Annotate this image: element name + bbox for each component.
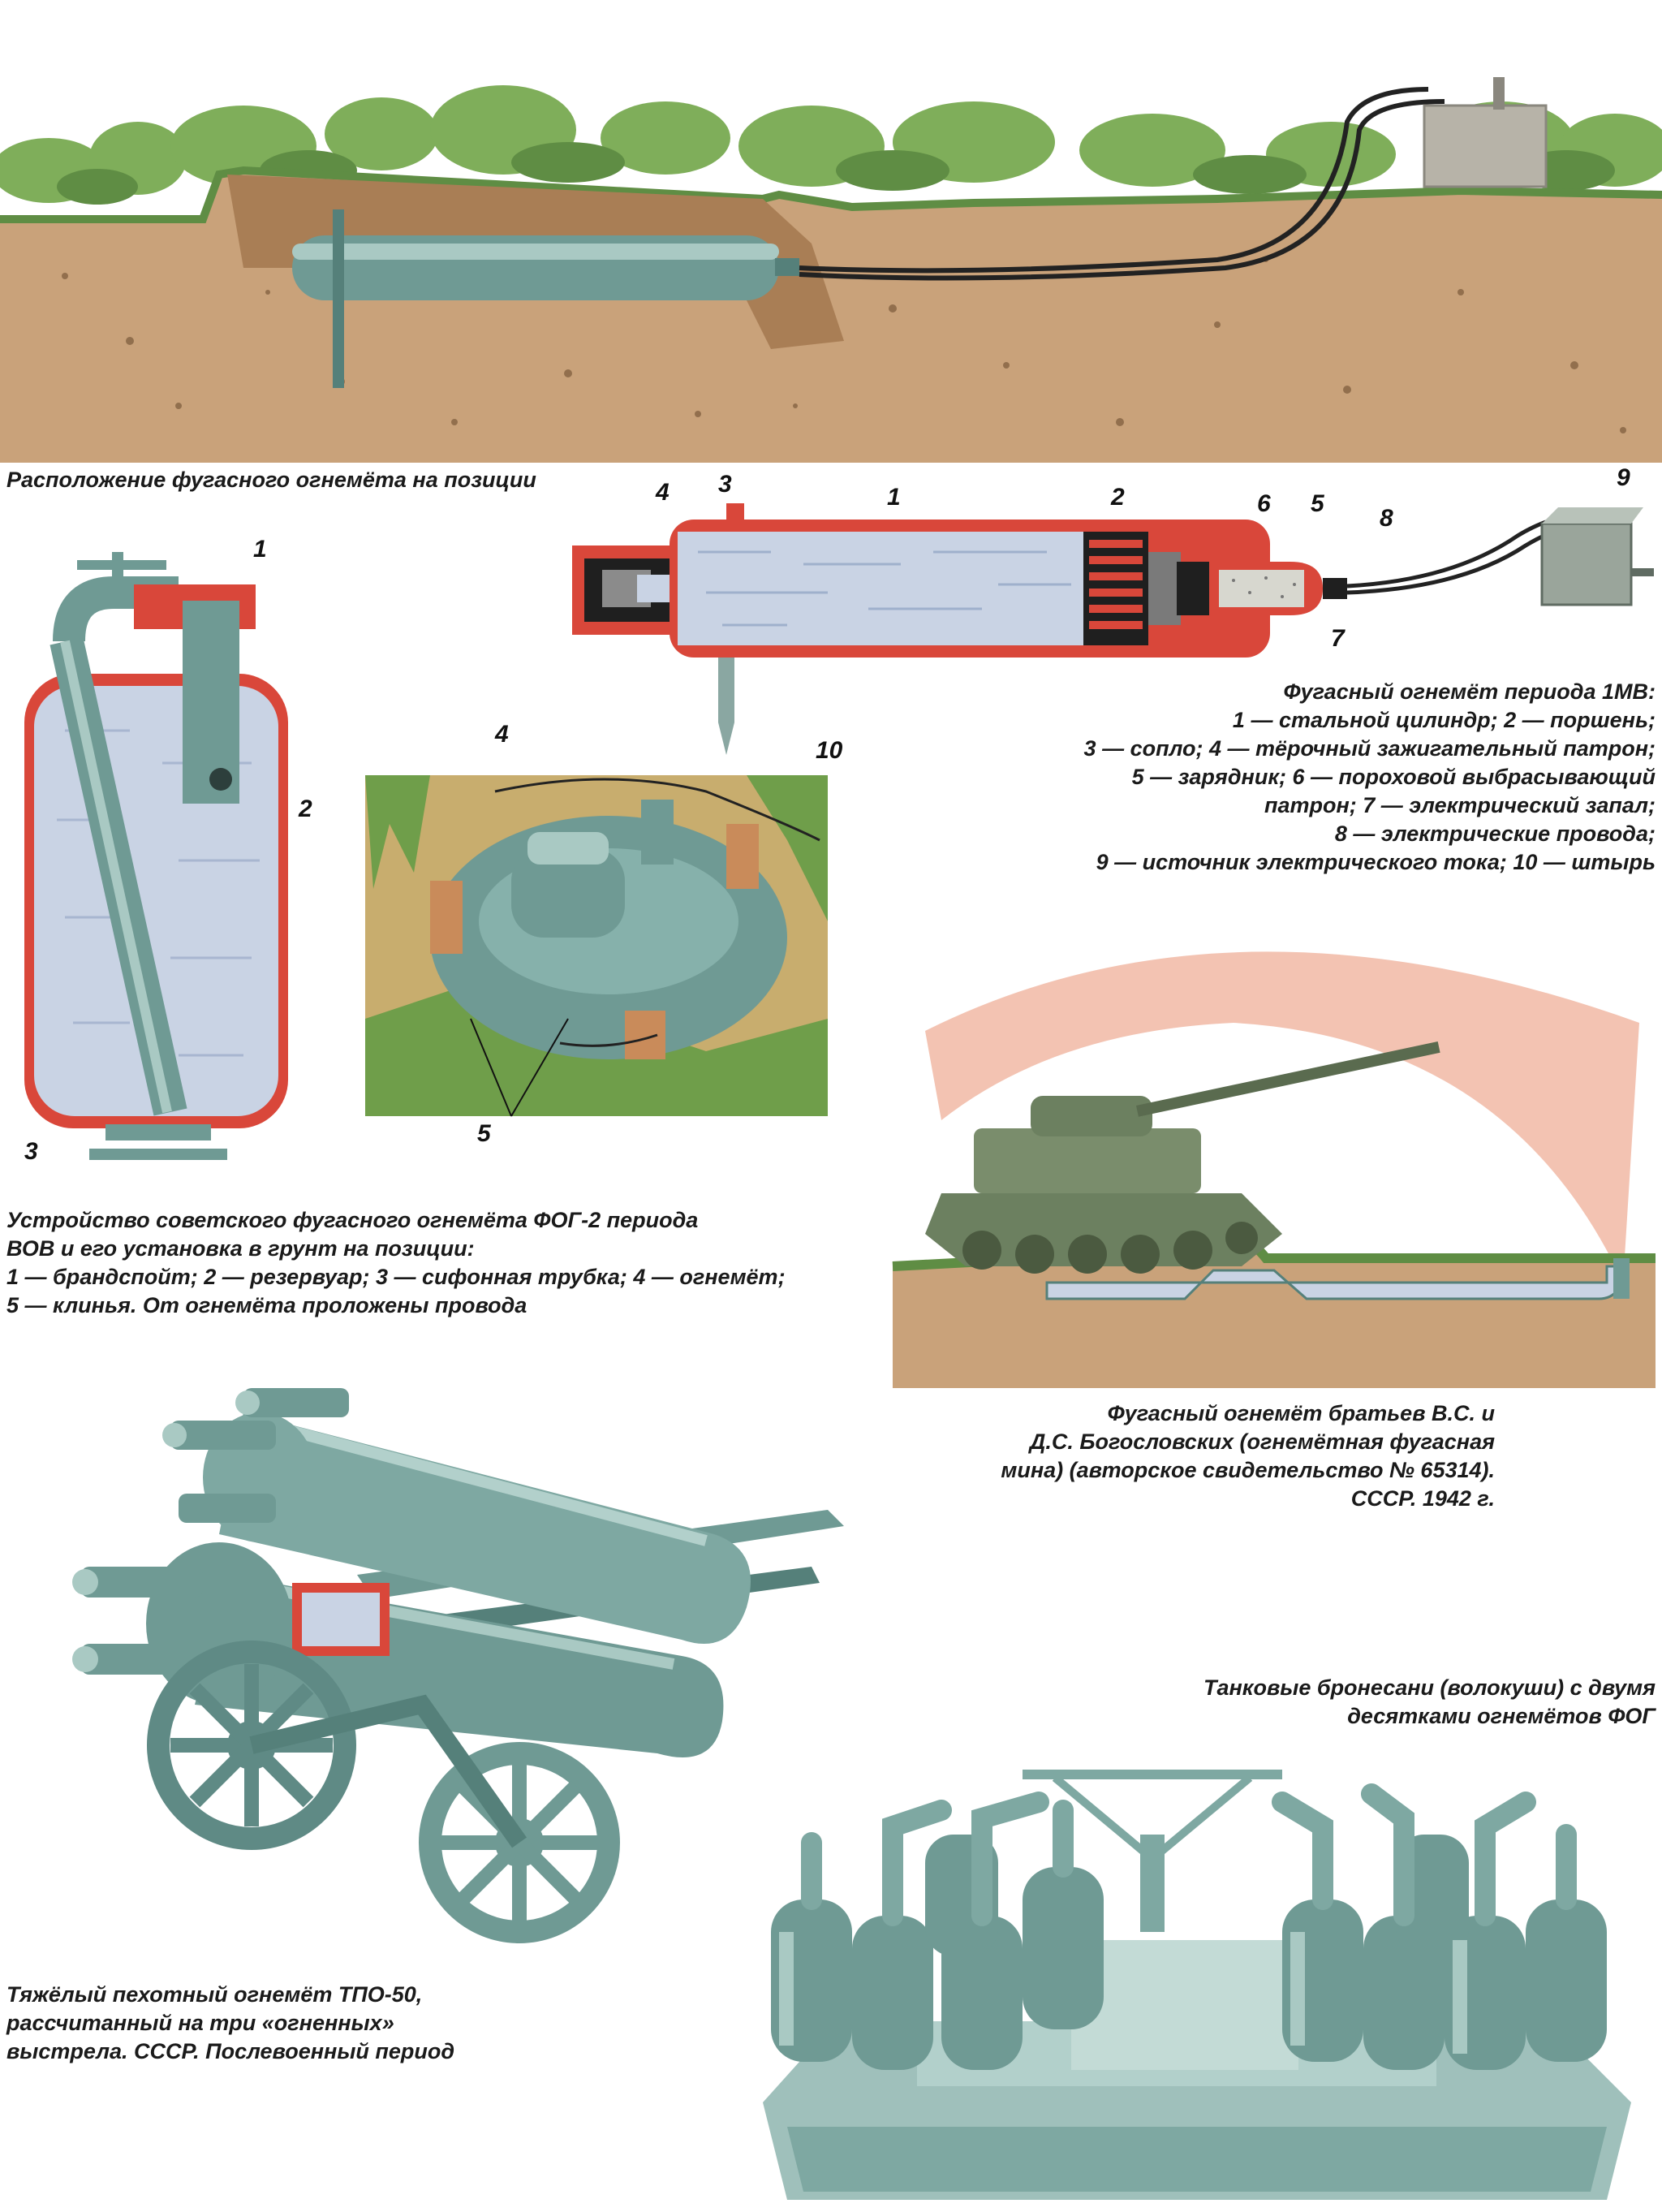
caption-line: 8 — электрические провода; — [1334, 821, 1656, 846]
caption-line: СССР. 1942 г. — [1350, 1486, 1495, 1511]
bogoslovsky-mine-scene — [892, 951, 1656, 1388]
caption-line: выстрела. СССР. Послевоенный период — [6, 2039, 455, 2063]
ww1-label-7: 7 — [1331, 625, 1345, 652]
ww1-label-4: 4 — [656, 479, 670, 506]
caption-line: 9 — источник электрического тока; 10 — ш… — [1096, 850, 1656, 874]
ww1-flamethrower-diagram — [572, 503, 1654, 755]
position-scene-illustration — [0, 77, 1662, 463]
position-caption: Расположение фугасного огнемёта на позиц… — [6, 466, 536, 494]
fog2-label-3: 3 — [24, 1138, 38, 1165]
caption-line: рассчитанный на три «огненных» — [6, 2011, 394, 2035]
fog2-label-2: 2 — [299, 796, 312, 822]
ww1-label-8: 8 — [1380, 505, 1393, 532]
ww1-label-3: 3 — [718, 471, 732, 498]
fog2-ground-label-4: 4 — [495, 721, 509, 748]
caption-line: Д.С. Богословских (огнемётная фугасная — [1029, 1429, 1495, 1454]
caption-line: 3 — сопло; 4 — тёрочный зажигательный па… — [1083, 736, 1656, 761]
caption-line: 1 — стальной цилиндр; 2 — поршень; — [1232, 708, 1656, 732]
caption-line: Устройство советского фугасного огнемёта… — [6, 1208, 699, 1232]
caption-line: 5 — зарядник; 6 — пороховой выбрасывающи… — [1131, 765, 1656, 789]
tpo50-illustration — [72, 1388, 844, 1943]
tpo50-caption: Тяжёлый пехотный огнемёт ТПО-50, рассчит… — [6, 1981, 454, 2066]
caption-line: мина) (авторское свидетельство № 65314). — [1001, 1458, 1495, 1482]
ww1-caption: Фугасный огнемёт периода 1МВ: 1 — стальн… — [1084, 678, 1656, 877]
caption-line: Танковые бронесани (волокуши) с двумя — [1203, 1675, 1656, 1700]
ww1-label-2: 2 — [1111, 484, 1125, 511]
ww1-label-10: 10 — [816, 737, 843, 764]
caption-line: ВОВ и его установка в грунт на позиции: — [6, 1236, 475, 1261]
caption-line: Фугасный огнемёт братьев В.С. и — [1107, 1401, 1495, 1425]
fog2-device-diagram — [24, 552, 288, 1160]
caption-line: 5 — клинья. От огнемёта проложены провод… — [6, 1293, 527, 1317]
fog2-label-1: 1 — [253, 536, 267, 563]
caption-line: 1 — брандспойт; 2 — резервуар; 3 — сифон… — [6, 1265, 786, 1289]
bogoslovsky-caption: Фугасный огнемёт братьев В.С. и Д.С. Бог… — [1001, 1399, 1495, 1513]
ww1-label-6: 6 — [1257, 490, 1271, 517]
caption-line: Расположение фугасного огнемёта на позиц… — [6, 468, 536, 492]
fog2-caption: Устройство советского фугасного огнемёта… — [6, 1206, 786, 1320]
tank-sledge-illustration — [763, 1770, 1631, 2200]
caption-line: патрон; 7 — электрический запал; — [1264, 793, 1656, 817]
ww1-label-5: 5 — [1311, 490, 1324, 517]
ww1-label-9: 9 — [1617, 464, 1630, 491]
caption-line: десятками огнемётов ФОГ — [1347, 1704, 1656, 1728]
caption-line: Фугасный огнемёт периода 1МВ: — [1283, 679, 1656, 704]
ww1-label-1: 1 — [887, 484, 901, 511]
caption-line: Тяжёлый пехотный огнемёт ТПО-50, — [6, 1982, 423, 2007]
fog2-ground-installation — [365, 775, 828, 1117]
fog2-ground-label-5: 5 — [477, 1120, 491, 1147]
sledge-caption: Танковые бронесани (волокуши) с двумя де… — [1203, 1674, 1656, 1731]
